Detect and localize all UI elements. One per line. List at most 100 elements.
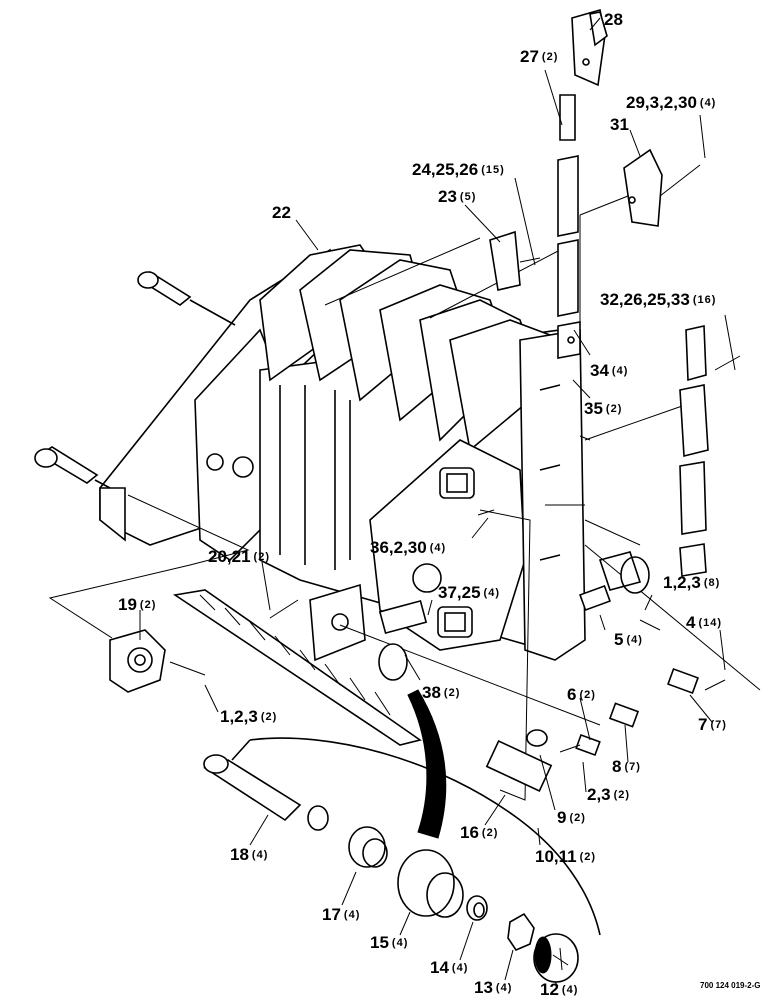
callout-14: 14(4) bbox=[430, 958, 468, 977]
callout-labels: 2827(2)29,3,2,30(4)3124,25,26(15)23(5)22… bbox=[118, 10, 727, 999]
callout-29: 29,3,2,30(4) bbox=[626, 93, 716, 112]
callout-arrows bbox=[139, 17, 736, 987]
callout-20: 20,21(2) bbox=[208, 547, 270, 566]
callout-label: 34 bbox=[590, 361, 609, 380]
callout-quantity: (4) bbox=[562, 984, 578, 996]
callout-label: 32,26,25,33 bbox=[600, 290, 690, 309]
callout-label: 18 bbox=[230, 845, 249, 864]
callout-34: 34(4) bbox=[590, 361, 628, 380]
callout-quantity: (4) bbox=[496, 982, 512, 994]
callout-13: 13(4) bbox=[474, 978, 512, 997]
callout-quantity: (4) bbox=[452, 962, 468, 974]
callout-24: 24,25,26(15) bbox=[412, 160, 505, 179]
callout-label: 16 bbox=[460, 823, 479, 842]
callout-22: 22 bbox=[272, 203, 291, 222]
callout-12: 12(4) bbox=[540, 980, 578, 999]
callout-quantity: (2) bbox=[580, 851, 596, 863]
callout-label: 31 bbox=[610, 115, 629, 134]
callout-4: 4(14) bbox=[686, 613, 722, 632]
callout-label: 4 bbox=[686, 613, 696, 632]
callout-label: 23 bbox=[438, 187, 457, 206]
callout-quantity: (15) bbox=[481, 164, 505, 176]
main-frame-assembly bbox=[34, 244, 586, 746]
callout-quantity: (4) bbox=[626, 634, 642, 646]
callout-label: 22 bbox=[272, 203, 291, 222]
callout-16: 16(2) bbox=[460, 823, 498, 842]
callout-35: 35(2) bbox=[584, 399, 622, 418]
callout-23: 23(5) bbox=[438, 187, 476, 206]
callout-label: 17 bbox=[322, 905, 341, 924]
callout-quantity: (8) bbox=[704, 577, 720, 589]
callout-quantity: (4) bbox=[700, 97, 716, 109]
callout-label: 9 bbox=[557, 808, 566, 827]
callout-label: 13 bbox=[474, 978, 493, 997]
callout-quantity: (4) bbox=[252, 849, 268, 861]
callout-label: 2,3 bbox=[587, 785, 611, 804]
callout-quantity: (7) bbox=[624, 761, 640, 773]
callout-quantity: (4) bbox=[484, 587, 500, 599]
upper-bracket-parts bbox=[109, 8, 741, 793]
callout-quantity: (2) bbox=[261, 711, 277, 723]
callout-5: 5(4) bbox=[614, 630, 643, 649]
callout-label: 20,21 bbox=[208, 547, 251, 566]
callout-label: 14 bbox=[430, 958, 449, 977]
callout-label: 36,2,30 bbox=[370, 538, 427, 557]
callout-label: 19 bbox=[118, 595, 137, 614]
callout-label: 15 bbox=[370, 933, 389, 952]
callout-quantity: (2) bbox=[140, 599, 156, 611]
callout-7: 7(7) bbox=[698, 715, 727, 734]
callout-31: 31 bbox=[610, 115, 629, 134]
callout-1b: 1,2,3(2) bbox=[220, 707, 277, 726]
assembly-leader-lines bbox=[48, 195, 761, 801]
callout-label: 27 bbox=[520, 47, 539, 66]
callout-37: 37,25(4) bbox=[438, 583, 500, 602]
callout-label: 8 bbox=[612, 757, 621, 776]
callout-6: 6(2) bbox=[567, 685, 596, 704]
callout-quantity: (5) bbox=[460, 191, 476, 203]
callout-9: 9(2) bbox=[557, 808, 586, 827]
roller-bearing-exploded-group bbox=[203, 689, 601, 983]
callout-quantity: (2) bbox=[254, 551, 270, 563]
callout-15: 15(4) bbox=[370, 933, 408, 952]
callout-quantity: (7) bbox=[710, 719, 726, 731]
callout-label: 38 bbox=[422, 683, 441, 702]
callout-8: 8(7) bbox=[612, 757, 641, 776]
callout-1a: 1,2,3(8) bbox=[663, 573, 720, 592]
callout-quantity: (16) bbox=[693, 294, 717, 306]
callout-label: 37,25 bbox=[438, 583, 481, 602]
drawing-number: 700 124 019-2-G bbox=[700, 981, 761, 990]
callout-label: 6 bbox=[567, 685, 576, 704]
callout-32: 32,26,25,33(16) bbox=[600, 290, 716, 309]
callout-19: 19(2) bbox=[118, 595, 156, 614]
callout-label: 24,25,26 bbox=[412, 160, 478, 179]
callout-label: 28 bbox=[604, 10, 623, 29]
callout-quantity: (4) bbox=[430, 542, 446, 554]
callout-label: 1,2,3 bbox=[220, 707, 258, 726]
callout-quantity: (2) bbox=[482, 827, 498, 839]
callout-label: 29,3,2,30 bbox=[626, 93, 697, 112]
callout-quantity: (4) bbox=[612, 365, 628, 377]
callout-28: 28 bbox=[604, 10, 623, 29]
callout-quantity: (4) bbox=[344, 909, 360, 921]
callout-quantity: (2) bbox=[606, 403, 622, 415]
callout-36: 36,2,30(4) bbox=[370, 538, 446, 557]
callout-label: 1,2,3 bbox=[663, 573, 701, 592]
callout-label: 35 bbox=[584, 399, 603, 418]
callout-label: 10,11 bbox=[535, 847, 577, 866]
callout-quantity: (14) bbox=[698, 617, 722, 629]
callout-quantity: (2) bbox=[579, 689, 595, 701]
callout-quantity: (2) bbox=[444, 687, 460, 699]
callout-quantity: (2) bbox=[614, 789, 630, 801]
callout-label: 5 bbox=[614, 630, 623, 649]
callout-label: 12 bbox=[540, 980, 559, 999]
callout-label: 7 bbox=[698, 715, 707, 734]
callout-2: 2,3(2) bbox=[587, 785, 630, 804]
callout-quantity: (2) bbox=[569, 812, 585, 824]
callout-38: 38(2) bbox=[422, 683, 460, 702]
callout-18: 18(4) bbox=[230, 845, 268, 864]
callout-17: 17(4) bbox=[322, 905, 360, 924]
callout-quantity: (2) bbox=[542, 51, 558, 63]
callout-27: 27(2) bbox=[520, 47, 558, 66]
callout-10: 10,11(2) bbox=[535, 847, 596, 866]
